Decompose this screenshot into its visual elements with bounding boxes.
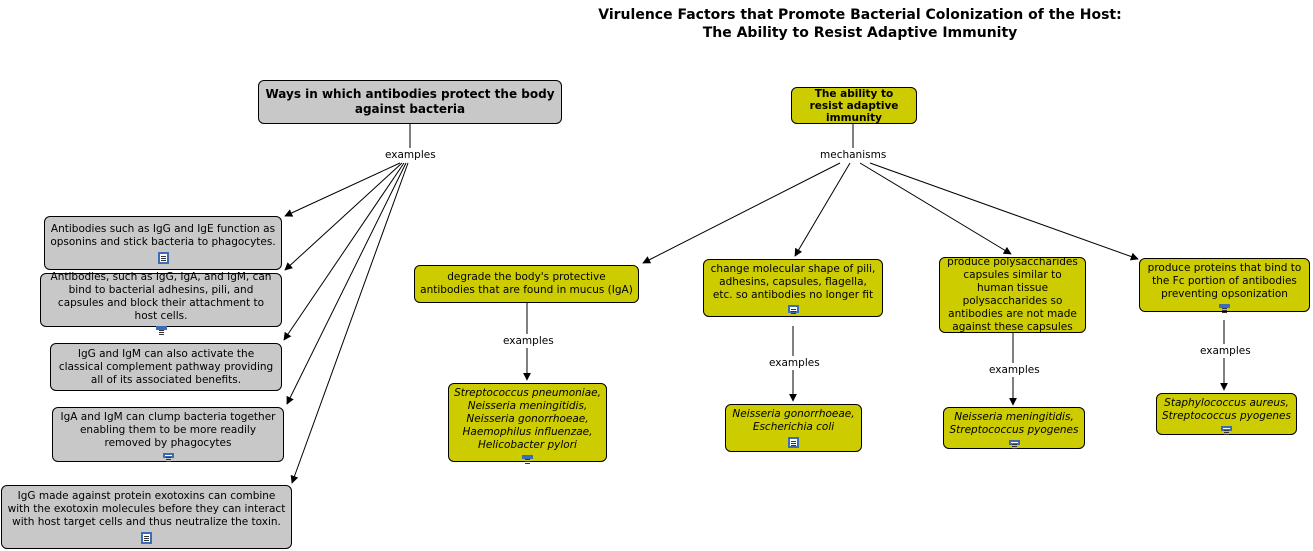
page-title: Virulence Factors that Promote Bacterial…	[560, 6, 1160, 42]
document-icon[interactable]	[141, 532, 152, 544]
document-icon[interactable]	[522, 454, 533, 460]
mechanism-1-examples-label: examples	[501, 335, 556, 347]
title-line-2: The Ability to Resist Adaptive Immunity	[702, 25, 1018, 41]
left-item-3: IgG and IgM can also activate the classi…	[50, 343, 282, 391]
mechanism-4-text: produce proteins that bind to the Fc por…	[1147, 262, 1302, 300]
arrow-left-item-3	[283, 162, 405, 341]
document-icon[interactable]	[162, 453, 174, 458]
mechanism-2-examples[interactable]: Neisseria gonorrhoeae, Escherichia coli	[725, 404, 862, 452]
mechanism-3-examples-text: Neisseria meningitidis, Streptococcus py…	[949, 411, 1079, 436]
arrow-mechanism-1	[642, 162, 841, 264]
left-item-5-text: IgG made against protein exotoxins can c…	[7, 490, 286, 528]
right-root-text: The ability to resist adaptive immunity	[809, 87, 899, 124]
right-link-label: mechanisms	[818, 149, 889, 161]
left-item-5[interactable]: IgG made against protein exotoxins can c…	[1, 485, 292, 549]
document-icon[interactable]	[788, 437, 799, 448]
left-item-3-text: IgG and IgM can also activate the classi…	[58, 347, 274, 386]
left-item-2[interactable]: Antibodies, such as IgG, IgA, and IgM, c…	[40, 270, 282, 331]
left-item-4-text: IgA and IgM can clump bacteria together …	[60, 411, 276, 449]
document-icon[interactable]	[787, 305, 799, 313]
mechanism-3-text: produce polysaccharides capsules similar…	[947, 256, 1078, 333]
mechanism-1-examples[interactable]: Streptococcus pneumoniae, Neisseria meni…	[448, 383, 607, 462]
left-item-1-text: Antibodies such as IgG and IgE function …	[50, 222, 276, 248]
arrow-left-item-5	[290, 162, 409, 484]
arrow-left-item-4	[286, 162, 407, 405]
mechanism-2-text: change molecular shape of pili, adhesins…	[710, 263, 876, 301]
title-line-1: Virulence Factors that Promote Bacterial…	[598, 7, 1122, 23]
mechanism-2-examples-label: examples	[767, 357, 822, 369]
mechanism-1-examples-text: Streptococcus pneumoniae, Neisseria meni…	[454, 386, 601, 451]
document-icon[interactable]	[157, 251, 169, 264]
left-root-node[interactable]: Ways in which antibodies protect the bod…	[258, 80, 562, 124]
mechanism-4-examples-text: Staphylococcus aureus, Streptococcus pyo…	[1162, 397, 1291, 422]
document-icon[interactable]	[1219, 304, 1230, 309]
arrow-mechanism-4	[869, 162, 1139, 261]
arrow-left-item-1	[284, 162, 401, 217]
left-item-4[interactable]: IgA and IgM can clump bacteria together …	[52, 407, 284, 462]
left-root-text: Ways in which antibodies protect the bod…	[265, 87, 555, 116]
arrow-left-item-2	[284, 162, 403, 271]
arrow-mechanism-2	[794, 162, 851, 257]
left-item-1[interactable]: Antibodies such as IgG and IgE function …	[44, 216, 282, 270]
left-link-label: examples	[383, 149, 438, 161]
mechanism-2-examples-text: Neisseria gonorrhoeae, Escherichia coli	[732, 408, 855, 433]
mechanism-1[interactable]: degrade the body's protective antibodies…	[414, 265, 639, 303]
mechanism-4[interactable]: produce proteins that bind to the Fc por…	[1139, 258, 1310, 312]
left-item-2-text: Antibodies, such as IgG, IgA, and IgM, c…	[50, 270, 272, 322]
mechanism-3-examples[interactable]: Neisseria meningitidis, Streptococcus py…	[943, 407, 1085, 449]
mechanism-3-examples-label: examples	[987, 364, 1042, 376]
mechanism-4-examples[interactable]: Staphylococcus aureus, Streptococcus pyo…	[1156, 393, 1297, 435]
mechanism-2[interactable]: change molecular shape of pili, adhesins…	[703, 259, 883, 317]
mechanism-1-text: degrade the body's protective antibodies…	[420, 271, 633, 296]
mechanism-4-examples-label: examples	[1198, 345, 1253, 357]
arrow-mechanism-3	[859, 162, 1012, 255]
right-root-node[interactable]: The ability to resist adaptive immunity	[791, 87, 917, 124]
document-icon[interactable]	[155, 325, 167, 331]
document-icon[interactable]	[1008, 440, 1020, 445]
document-icon[interactable]	[1221, 426, 1232, 431]
mechanism-3[interactable]: produce polysaccharides capsules similar…	[939, 256, 1086, 333]
